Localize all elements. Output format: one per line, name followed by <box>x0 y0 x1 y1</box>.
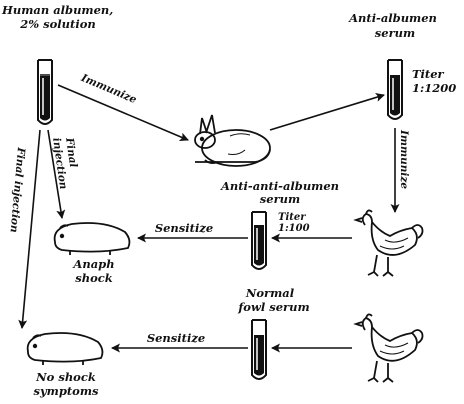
arrow-rabbit-to-serum <box>270 95 384 130</box>
label-titer-1: Titer <box>412 68 444 81</box>
label-human-albumen: Human albumen, <box>2 4 112 17</box>
tube-human-albumen <box>38 60 52 124</box>
label-immunize-right: Immunize <box>398 130 410 189</box>
label-sensitize-bottom: Sensitize <box>136 332 216 345</box>
tube-anti-albumen-serum <box>388 60 402 119</box>
tube-normal-fowl-serum <box>252 320 266 379</box>
label-shock: shock <box>64 272 124 285</box>
label-titer-1-value: 1:1200 <box>412 82 456 95</box>
chicken-icon-lower <box>356 314 423 382</box>
guinea-pig-icon-no-shock <box>28 333 103 365</box>
label-normal: Normal <box>240 287 300 300</box>
label-anaph: Anaph <box>64 258 124 271</box>
chicken-icon-upper <box>356 210 423 276</box>
rabbit-icon <box>195 115 270 166</box>
label-no-shock: No shock <box>26 371 106 384</box>
label-sensitize-mid: Sensitize <box>144 222 224 235</box>
label-titer-2-value: 1:100 <box>278 223 310 234</box>
label-titer-2: Titer <box>278 212 306 223</box>
label-anti-anti-serum: serum <box>240 193 320 206</box>
label-serum: serum <box>350 27 440 40</box>
label-fowl-serum: fowl serum <box>224 301 324 314</box>
tube-anti-anti-albumen-serum <box>252 212 266 269</box>
label-symptoms: symptoms <box>26 385 106 398</box>
label-two-percent-solution: 2% solution <box>8 18 108 31</box>
guinea-pig-icon-shock <box>55 223 130 255</box>
label-anti-albumen: Anti-albumen <box>338 12 448 25</box>
